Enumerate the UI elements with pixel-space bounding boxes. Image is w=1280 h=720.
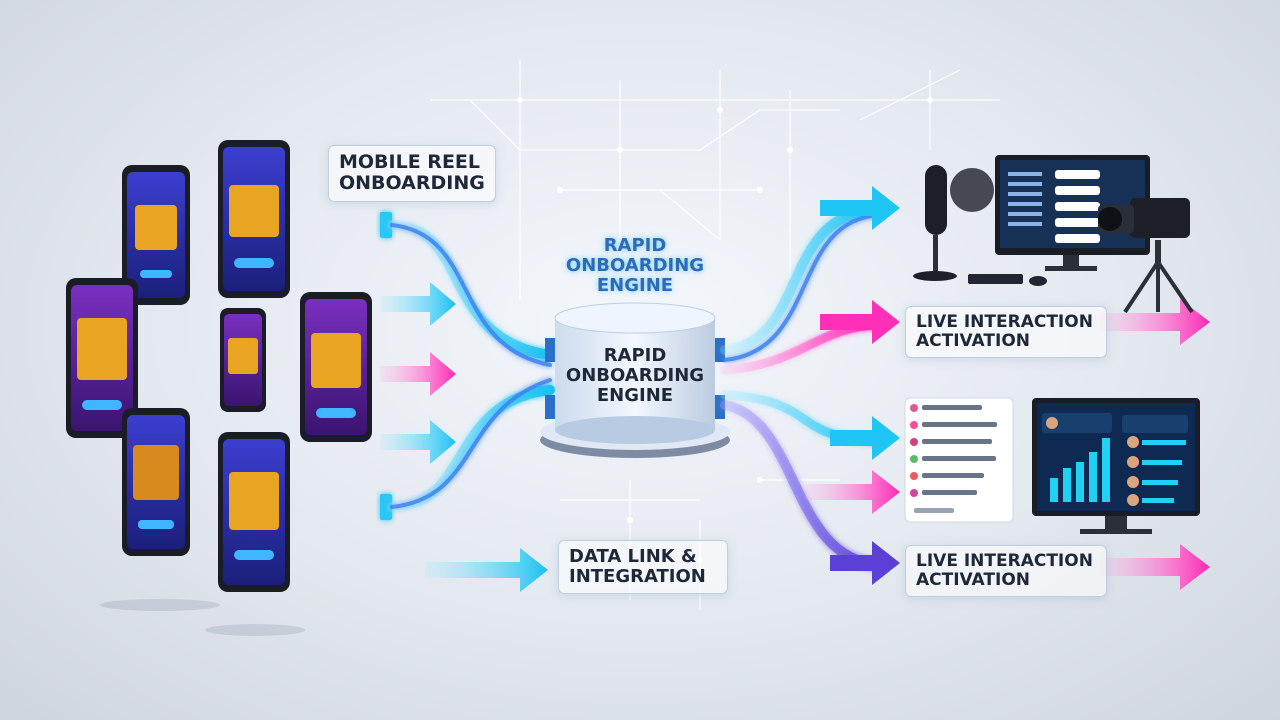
engine-core-line-1: RAPID <box>603 345 667 366</box>
arrow-right-icon <box>425 548 548 592</box>
arrow-right-icon <box>805 470 900 514</box>
engine-core-line-3: ENGINE <box>596 385 674 407</box>
onboarding-engine <box>540 302 730 458</box>
monitor-icon <box>968 155 1150 286</box>
arrow-right-icon <box>830 541 900 585</box>
arrow-right-icon <box>820 186 900 230</box>
slot-machine-phone-icon <box>218 432 290 592</box>
engine-title-line-1: RAPID <box>603 235 667 256</box>
output-flows <box>720 205 885 570</box>
phone-cluster <box>66 140 372 636</box>
live-top-line-2: ACTIVATION <box>916 331 1030 352</box>
engine-core-label: RAPID ONBOARDING ENGINE <box>560 345 710 407</box>
slot-machine-phone-icon <box>218 140 290 298</box>
chat-list-icon <box>904 397 1014 523</box>
arrow-right-icon <box>820 300 900 344</box>
arrow-right-icon <box>1100 299 1210 345</box>
output-arrows <box>805 186 1210 590</box>
slot-machine-phone-icon <box>66 278 138 438</box>
engine-title-label: RAPID ONBOARDING ENGINE <box>560 235 710 297</box>
live-top-line-1: LIVE INTERACTION <box>916 312 1093 332</box>
input-arrows <box>380 282 548 592</box>
arrow-right-icon <box>830 416 900 460</box>
arrow-right-icon <box>380 282 456 326</box>
data-link-integration-label: DATA LINK & INTEGRATION <box>558 540 728 595</box>
microphone-icon <box>913 165 994 281</box>
arrow-right-icon <box>380 420 456 464</box>
camera-icon <box>1098 198 1194 314</box>
data-link-line-1: DATA LINK & <box>569 546 697 567</box>
live-interaction-label-top: LIVE INTERACTION ACTIVATION <box>905 306 1107 359</box>
slot-machine-phone-icon <box>220 308 266 412</box>
bar-chart-icon <box>1032 398 1200 534</box>
engine-title-line-3: ENGINE <box>596 275 674 297</box>
arrow-right-icon <box>1100 544 1210 590</box>
data-link-line-2: INTEGRATION <box>569 566 706 588</box>
live-bottom-line-1: LIVE INTERACTION <box>916 551 1093 571</box>
slot-machine-phone-icon <box>122 165 190 305</box>
mobile-reel-line-1: MOBILE REEL <box>339 151 481 173</box>
engine-title-line-2: ONBOARDING <box>565 255 705 277</box>
slot-machine-phone-icon <box>122 408 190 556</box>
live-bottom-line-2: ACTIVATION <box>916 570 1030 591</box>
mobile-reel-onboarding-label: MOBILE REEL ONBOARDING <box>328 145 496 202</box>
input-connectors <box>380 212 392 520</box>
live-interaction-label-bottom: LIVE INTERACTION ACTIVATION <box>905 545 1107 598</box>
slot-machine-phone-icon <box>300 292 372 442</box>
arrow-right-icon <box>380 352 456 396</box>
studio-setup <box>913 155 1194 314</box>
mobile-reel-line-2: ONBOARDING <box>339 172 485 195</box>
engine-core-line-2: ONBOARDING <box>565 365 705 387</box>
